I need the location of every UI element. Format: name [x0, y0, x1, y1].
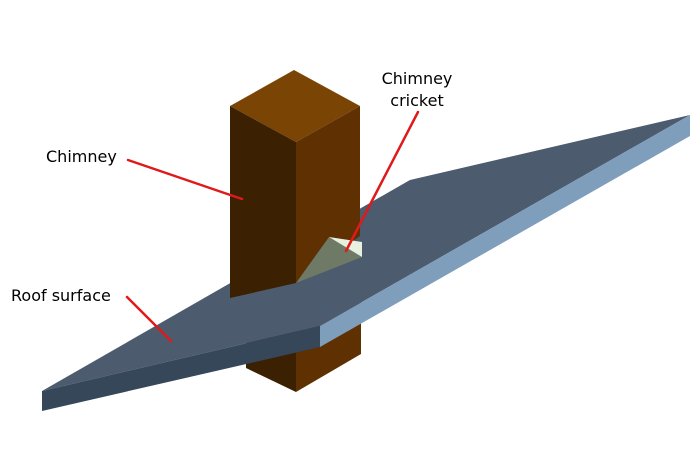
chimney-cricket-label-line1: Chimney	[381, 69, 453, 88]
chimney-label: Chimney	[46, 147, 117, 166]
chimney-top-face	[230, 70, 360, 142]
chimney-side-face	[296, 106, 360, 283]
chimney-cricket-label: Chimney cricket	[360, 68, 474, 112]
roof-surface-leader-line	[125, 295, 173, 343]
chimney-cricket-label-line2: cricket	[390, 91, 444, 110]
roof-front-edge	[42, 326, 320, 411]
roof-surface-label: Roof surface	[11, 286, 111, 305]
cricket-leader-line	[344, 110, 420, 253]
chimney-cricket-highlight	[329, 237, 362, 257]
roof-surface-top	[42, 115, 690, 391]
chimney-leader-line	[126, 158, 244, 201]
chimney-cricket	[296, 237, 362, 283]
chimney-front-face	[230, 106, 296, 298]
roof-side-edge	[320, 115, 690, 347]
